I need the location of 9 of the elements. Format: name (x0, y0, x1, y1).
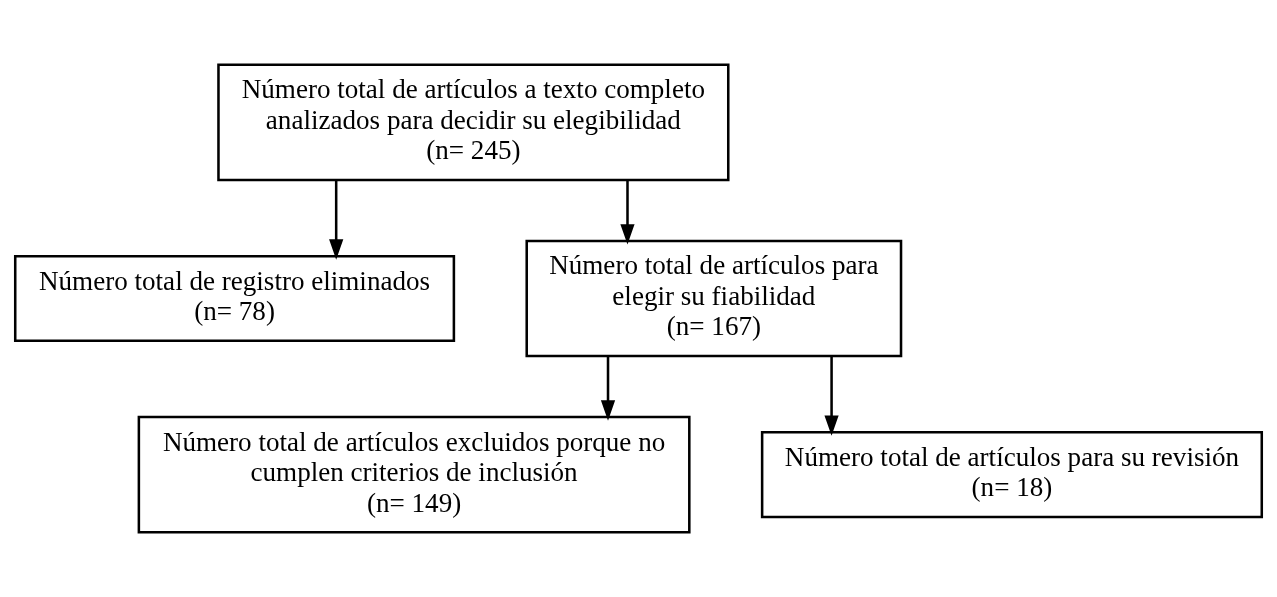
arrow (329, 180, 344, 260)
arrow (824, 356, 839, 436)
node-box: Número total de registro eliminados (n= 78) (13, 254, 456, 343)
arrow (600, 356, 616, 421)
node-box: Número total de artículos excluidos porque no cumplen criterios de inclusión (n= 149) (137, 415, 691, 534)
node-box: Número total de artículos a texto completo analizados para decidir su elegibilidad (n= 245) (217, 63, 730, 182)
node-box: Número total de artículos para elegir su fiabilidad (n= 167) (525, 239, 903, 358)
arrow (620, 180, 635, 245)
node-box: Número total de artículos para su revisión (n= 18) (760, 431, 1264, 519)
